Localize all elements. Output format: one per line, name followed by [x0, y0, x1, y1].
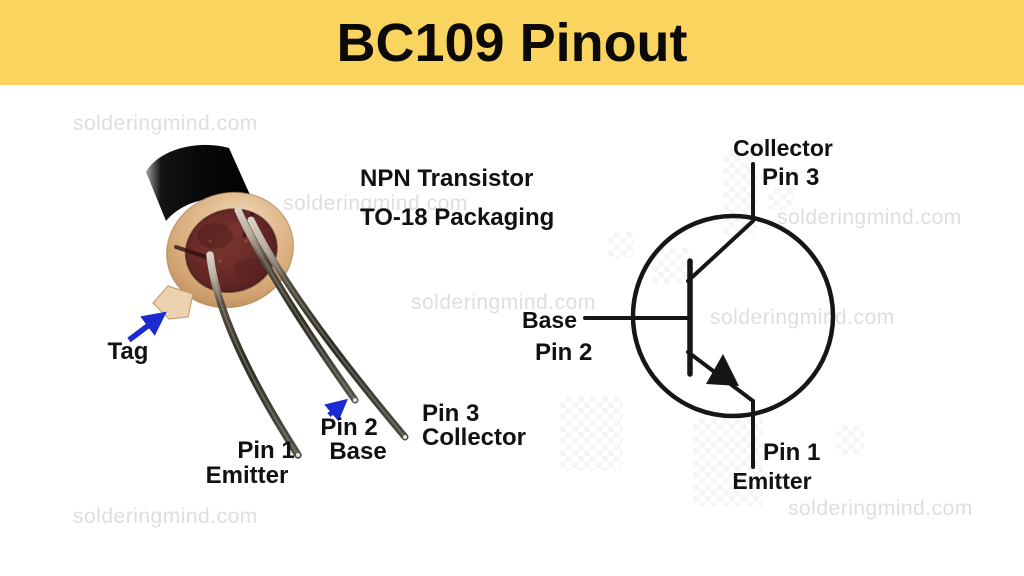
photo-emitter-lead-sheen [209, 254, 299, 456]
lead-tip [353, 398, 357, 402]
photo-caption-line1: NPN Transistor [360, 165, 534, 192]
watermark-text: solderingmind.com [411, 291, 596, 314]
photo-emitter-lead [206, 251, 302, 459]
lead-tip [296, 453, 300, 457]
photo-label-collector: Collector [422, 424, 527, 451]
photo-label-base: Base [329, 438, 387, 465]
photo-label-pin2: Pin 2 [320, 414, 378, 441]
tag-tab [152, 285, 194, 320]
can-body [146, 144, 255, 221]
watermark-text: solderingmind.com [788, 497, 973, 520]
photo-collector-lead-sheen [250, 219, 406, 438]
lead-tip [403, 435, 407, 439]
photo-label-emitter: Emitter [205, 462, 289, 489]
watermark-text: solderingmind.com [710, 306, 895, 329]
symbol-collector-lead [686, 162, 755, 283]
photo-base-lead [234, 206, 359, 404]
symbol-emitter-arrowhead [706, 354, 739, 386]
symbol-label-pin2: Pin 2 [535, 339, 593, 366]
artifact-patch [768, 188, 794, 210]
title-banner: BC109 Pinout [0, 0, 1024, 85]
photo-caption-line2: TO-18 Packaging [360, 204, 555, 231]
artifact-patch [836, 425, 864, 455]
artifact-patch [608, 232, 634, 258]
photo-collector-lead [247, 216, 409, 441]
photo-label-tag: Tag [107, 338, 149, 365]
photo-base-lead-sheen [237, 209, 356, 401]
flange-rim [166, 191, 294, 309]
transistor-photo [127, 144, 409, 459]
symbol-label-emitter: Emitter [732, 468, 812, 494]
watermark-text: solderingmind.com [283, 192, 468, 215]
pin2-arrow [324, 398, 349, 422]
tag-arrow [127, 311, 167, 343]
artifact-patch [560, 396, 622, 470]
photo-label-pin3: Pin 3 [422, 400, 480, 427]
transistor-symbol [583, 162, 836, 469]
watermark-text: solderingmind.com [777, 206, 962, 229]
symbol-label-pin1: Pin 1 [763, 439, 821, 466]
symbol-emitter-lead [686, 350, 755, 469]
symbol-label-pin3: Pin 3 [762, 164, 820, 191]
photo-label-pin1: Pin 1 [237, 437, 295, 464]
artifact-patch [652, 248, 690, 284]
symbol-label-base: Base [522, 307, 577, 333]
page-title: BC109 Pinout [336, 12, 688, 73]
face-edge [184, 208, 278, 294]
symbol-label-collector: Collector [733, 135, 833, 161]
watermark-text: solderingmind.com [73, 505, 258, 528]
watermark-text: solderingmind.com [73, 112, 258, 135]
